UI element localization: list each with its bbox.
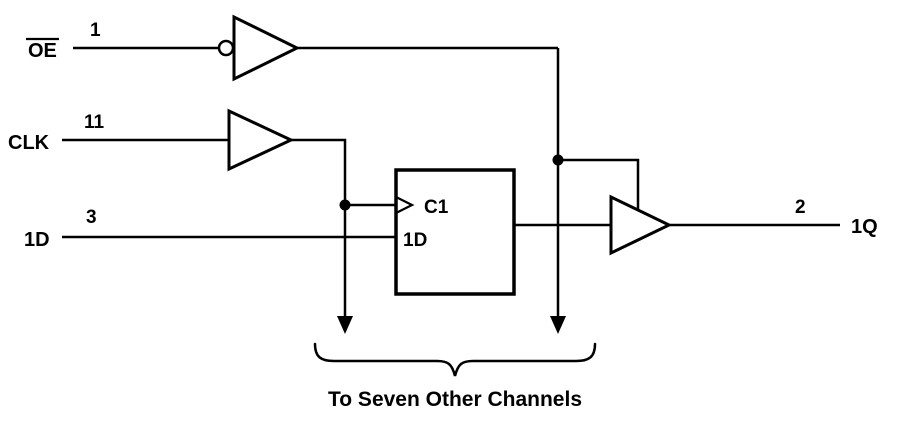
output-pin-number: 2 [795,197,806,218]
output-signal-label: 1Q [851,216,878,238]
clk-signal-label: CLK [8,132,50,154]
oe-pin-number: 1 [90,20,101,41]
down-arrow-icon-right [550,316,566,334]
underbrace-icon [313,342,597,377]
flipflop-box [394,168,516,296]
d-pin-number: 3 [86,207,97,228]
oe-inverter-triangle-icon [232,14,301,82]
clk-buffer-triangle-icon [227,108,295,172]
flipflop-data-port-label: 1D [403,230,427,251]
clock-edge-symbol-icon [395,196,415,214]
inverter-bubble-icon [217,39,235,57]
down-arrow-icon-left [337,316,353,334]
oe-signal-label: OE [28,40,57,62]
output-buffer-triangle-icon [609,194,673,256]
d-signal-label: 1D [24,229,50,251]
clk-output-wire [291,138,347,320]
flipflop-clock-port-label: C1 [424,197,449,218]
clk-pin-number: 11 [84,112,105,133]
caption-text: To Seven Other Channels [328,388,582,411]
oe-to-output-buffer-wire [558,158,640,212]
